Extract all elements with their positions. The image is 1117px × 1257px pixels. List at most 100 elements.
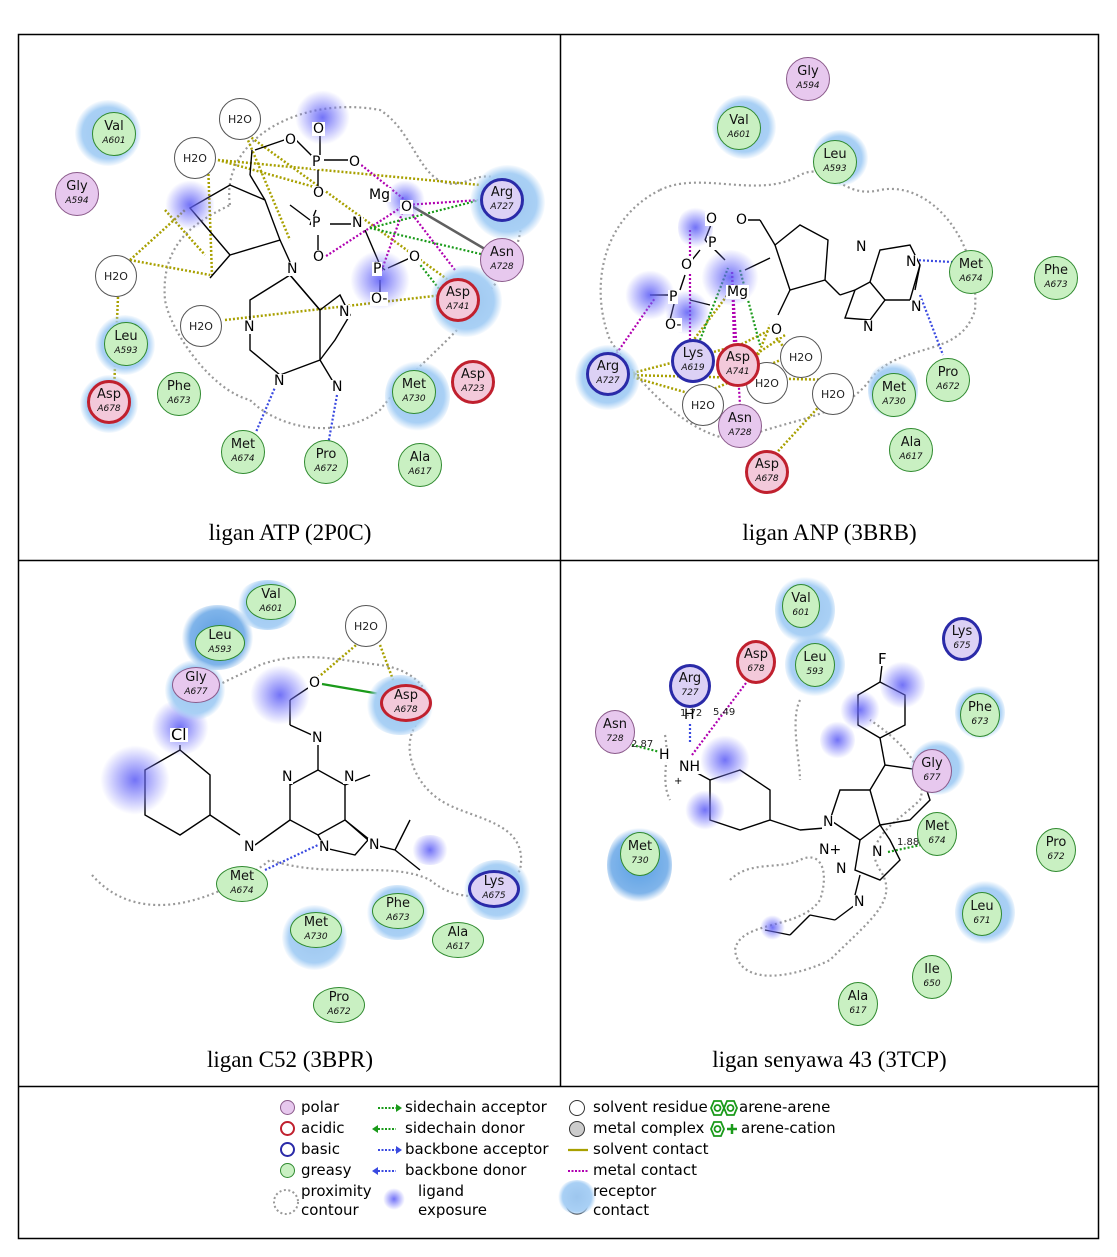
water-molecule: H2O <box>780 336 822 378</box>
panel-caption: ligan ANP (3BRB) <box>742 520 917 545</box>
atom-label: O <box>308 675 322 691</box>
atom-label: O <box>284 132 298 148</box>
atom-label: H <box>683 707 696 723</box>
atom-label: O <box>705 211 719 227</box>
atom-label: O <box>735 212 749 228</box>
legend-label: arene-cation <box>741 1119 836 1137</box>
ligand-exposure <box>100 745 170 815</box>
atom-label: O <box>312 185 326 201</box>
legend-label: polar <box>301 1098 340 1116</box>
atom-label: N <box>343 769 356 785</box>
water-molecule: H2O <box>812 373 854 415</box>
panel-caption: ligan C52 (3BPR) <box>206 1047 374 1072</box>
atom-label: O <box>408 249 422 265</box>
atom-label: N <box>368 837 381 853</box>
legend-label: metal contact <box>593 1161 697 1179</box>
panel-caption: ligan ATP (2P0C) <box>208 520 372 545</box>
legend-label: proximity <box>301 1182 372 1200</box>
atom-label: N+ <box>818 842 843 858</box>
atom-label: N <box>835 861 848 877</box>
atom-label: N <box>338 304 351 320</box>
legend-ligand-exposure-swatch <box>383 1188 405 1210</box>
legend-label: contact <box>593 1201 650 1219</box>
legend-label: receptor <box>593 1182 657 1200</box>
legend-label: solvent residue <box>593 1098 708 1116</box>
atom-label: P <box>372 261 383 277</box>
atom-label: N <box>281 769 294 785</box>
atom-label: O <box>680 257 694 273</box>
legend-label: acidic <box>301 1119 345 1137</box>
ligand-exposure <box>760 915 785 940</box>
water-molecule: H2O <box>95 255 137 297</box>
legend-basic-swatch <box>280 1142 295 1157</box>
atom-label: N <box>822 814 835 830</box>
ligand-exposure <box>165 180 215 230</box>
legend-label: arene-arene <box>739 1098 831 1116</box>
atom-label: N <box>243 319 256 335</box>
atom-label: N <box>862 319 875 335</box>
legend-polar-swatch <box>280 1100 295 1115</box>
legend-label: ligand <box>418 1182 465 1200</box>
atom-label: P <box>311 154 322 170</box>
distance-label: 2.87 <box>631 739 654 750</box>
legend-label: basic <box>301 1140 340 1158</box>
water-molecule: H2O <box>174 137 216 179</box>
water-molecule: H2O <box>345 605 387 647</box>
legend-label: backbone acceptor <box>405 1140 549 1158</box>
atom-label: N <box>243 839 256 855</box>
legend-acidic-swatch <box>280 1121 295 1136</box>
legend-label: sidechain acceptor <box>405 1098 547 1116</box>
atom-label: O <box>770 322 784 338</box>
legend-receptor-contact-halo <box>557 1180 597 1214</box>
atom-label: O <box>312 121 326 137</box>
atom-label: H <box>658 747 671 763</box>
ligand-exposure <box>685 790 725 830</box>
atom-label: N <box>351 215 364 231</box>
atom-label: N <box>855 239 868 255</box>
atom-label: N <box>905 254 918 270</box>
legend-label: sidechain donor <box>405 1119 525 1137</box>
atom-label: P <box>707 235 718 251</box>
distance-label: 1.72 <box>680 708 703 719</box>
legend-label: greasy <box>301 1161 352 1179</box>
atom-label: P <box>668 289 679 305</box>
legend-label: backbone donor <box>405 1161 527 1179</box>
water-molecule: H2O <box>682 384 724 426</box>
atom-label: O <box>400 199 414 215</box>
legend-label: metal complex <box>593 1119 705 1137</box>
atom-label: + <box>673 775 684 789</box>
atom-label: N <box>331 379 344 395</box>
water-molecule: H2O <box>180 305 222 347</box>
